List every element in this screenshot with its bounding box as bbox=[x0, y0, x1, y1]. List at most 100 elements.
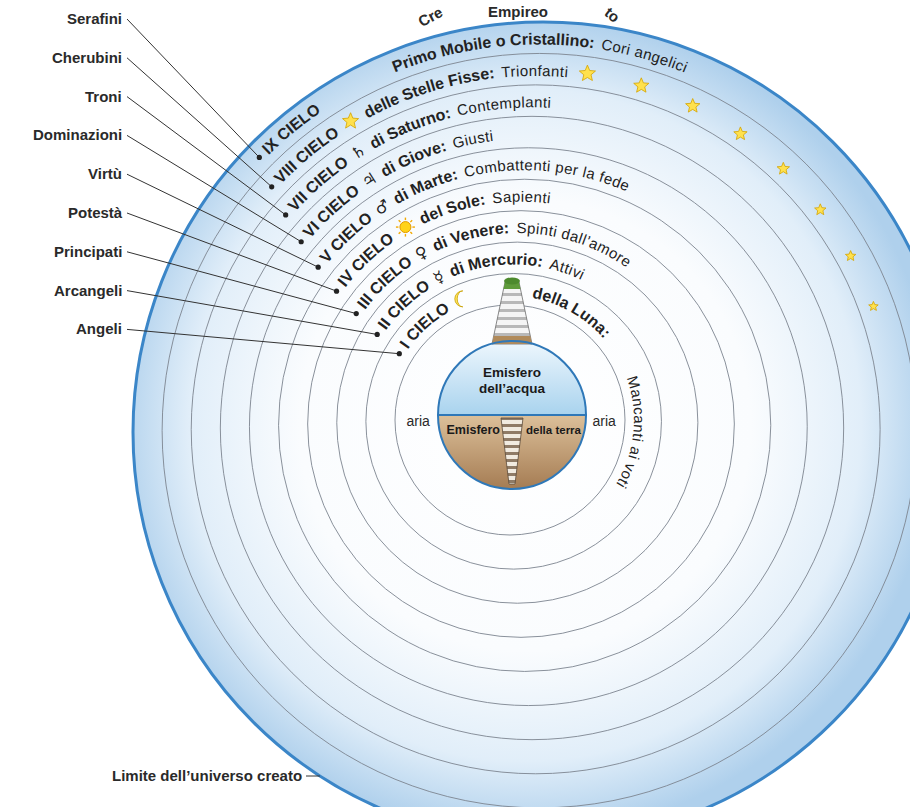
leader-stroke bbox=[127, 19, 259, 157]
heaven-label: di Mercurio: bbox=[447, 251, 544, 280]
heaven-label: II CIELO bbox=[375, 276, 433, 332]
heaven-ring bbox=[191, 85, 880, 774]
angel-order-label: Principati bbox=[54, 243, 122, 261]
sun-ray bbox=[412, 226, 415, 227]
heaven-label: di Saturno: bbox=[367, 104, 453, 152]
angel-order-label: Virtù bbox=[88, 165, 122, 183]
leader-line bbox=[127, 174, 321, 270]
heaven-label: III CIELO bbox=[354, 253, 415, 312]
leader-line bbox=[127, 135, 304, 244]
hemisphere-label: della terra bbox=[526, 422, 581, 438]
heaven-label: di Marte: bbox=[390, 165, 459, 207]
heaven-label-path: II CIELO bbox=[375, 276, 433, 332]
leader-line bbox=[127, 19, 262, 160]
leader-stroke bbox=[127, 252, 356, 314]
leader-line bbox=[127, 252, 359, 316]
angel-order-label: Troni bbox=[85, 88, 122, 106]
heaven-label-path: delle Stelle Fisse: bbox=[361, 64, 495, 121]
heaven-ring bbox=[249, 148, 807, 706]
land-hemisphere-fill bbox=[438, 415, 586, 489]
star-shape bbox=[734, 127, 747, 140]
heaven-label: Empireo bbox=[488, 3, 548, 21]
angel-order-label: Arcangeli bbox=[54, 282, 122, 300]
sun-ray bbox=[396, 226, 399, 227]
heaven-label: del Sole: bbox=[417, 191, 487, 228]
heaven-label: Cre bbox=[415, 3, 446, 31]
heaven-label-path: ☿ bbox=[430, 267, 447, 288]
hemisphere-label: Emisfero dell’acqua bbox=[460, 365, 564, 397]
leader-line bbox=[127, 291, 380, 337]
heaven-label: ☿ bbox=[430, 267, 447, 288]
heaven-label-path: di Mercurio: bbox=[447, 251, 544, 280]
boundary-label: Limite dell’universo creato bbox=[112, 767, 302, 785]
leader-line bbox=[127, 329, 402, 356]
leader-stroke bbox=[127, 329, 399, 353]
air-label: aria bbox=[593, 412, 616, 430]
leader-line bbox=[306, 776, 320, 777]
leader-stroke bbox=[127, 213, 337, 291]
heaven-label: Contemplanti bbox=[455, 93, 551, 118]
heaven-label-path: VII CIELO bbox=[284, 153, 351, 214]
heaven-label-path: del Sole: bbox=[417, 191, 487, 228]
heaven-label-path: Sapienti bbox=[491, 188, 552, 207]
heaven-label: to bbox=[601, 4, 623, 27]
heaven-label-path: Giusti bbox=[451, 127, 495, 151]
heaven-label-path: di Giove: bbox=[378, 137, 449, 180]
leader-dot bbox=[334, 289, 339, 294]
heaven-label: Giusti bbox=[451, 127, 495, 151]
star-icon bbox=[845, 251, 855, 261]
heaven-label-path: IV CIELO bbox=[334, 229, 396, 289]
heaven-label-path: della Luna: bbox=[531, 284, 614, 341]
sun-ray bbox=[410, 232, 412, 234]
heaven-ring bbox=[220, 116, 843, 739]
inferno-cone bbox=[501, 418, 523, 484]
angel-order-label: Serafini bbox=[67, 10, 122, 28]
heaven-ring bbox=[279, 179, 771, 671]
star-shape bbox=[634, 78, 649, 92]
heaven-label: Sapienti bbox=[491, 188, 552, 207]
heaven-ring bbox=[366, 274, 662, 570]
heaven-ring bbox=[308, 211, 735, 638]
heaven-label-path: V CIELO bbox=[316, 209, 375, 266]
sun-ray bbox=[405, 234, 406, 237]
heaven-label: Combattenti per la fede bbox=[462, 156, 632, 194]
heaven-label-path: Combattenti per la fede bbox=[462, 156, 632, 194]
star-shape bbox=[815, 204, 826, 215]
angel-order-label: Dominazioni bbox=[33, 126, 122, 144]
heaven-label: della Luna: bbox=[531, 284, 614, 341]
leader-dot bbox=[269, 184, 274, 189]
star-icon bbox=[634, 78, 649, 92]
heaven-label: ♃ bbox=[358, 168, 380, 192]
leader-stroke bbox=[127, 58, 272, 187]
leader-line bbox=[127, 58, 274, 190]
hemisphere-border bbox=[438, 341, 586, 415]
heaven-label: I CIELO bbox=[396, 299, 452, 351]
star-shape bbox=[579, 65, 595, 80]
heaven-label-path: III CIELO bbox=[354, 253, 415, 312]
sun-ray bbox=[399, 220, 401, 222]
heaven-label-path: I CIELO bbox=[396, 299, 452, 351]
heaven-label-path: ♀ bbox=[412, 242, 432, 264]
star-icon bbox=[734, 127, 747, 140]
heaven-label-path: Contemplanti bbox=[455, 93, 551, 118]
heaven-label: Cori angelici bbox=[600, 36, 690, 76]
heaven-label: VII CIELO bbox=[284, 153, 351, 214]
leader-dot bbox=[397, 351, 402, 356]
heaven-rings bbox=[162, 53, 910, 807]
angel-order-label: Potestà bbox=[68, 204, 122, 222]
heaven-label-path: Cori angelici bbox=[600, 36, 690, 76]
star-icon bbox=[579, 65, 595, 80]
mountain-terraces bbox=[492, 282, 532, 344]
heaven-label: ♄ bbox=[347, 140, 369, 164]
star-icon bbox=[869, 301, 879, 310]
leader-line bbox=[127, 213, 339, 294]
leader-stroke bbox=[127, 291, 377, 335]
heaven-label-path: Attivi bbox=[548, 255, 588, 283]
heaven-label: Spinti dall’amore bbox=[516, 219, 634, 270]
heaven-label-path: Trionfanti bbox=[501, 62, 569, 81]
star-shape bbox=[777, 162, 789, 174]
leader-dot bbox=[299, 239, 304, 244]
leader-dot bbox=[283, 212, 288, 217]
leader-dot bbox=[375, 332, 380, 337]
